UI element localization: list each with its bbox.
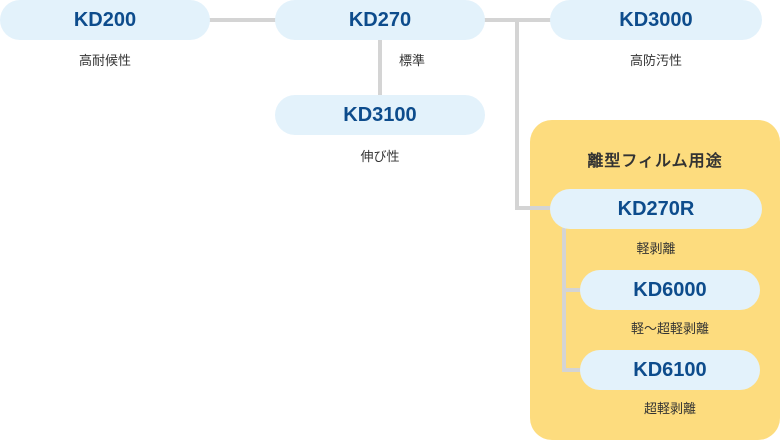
connector-kd6000: [562, 288, 587, 292]
connector-kd6100: [562, 368, 587, 372]
product-kd270r-name: KD270R: [617, 197, 695, 220]
product-kd270-node: KD270: [275, 0, 485, 40]
product-kd200-node: KD200: [0, 0, 210, 40]
product-kd6100-name: KD6100: [633, 358, 707, 381]
connector-branch-kd270r: [515, 206, 555, 210]
product-kd270-desc: 標準: [398, 54, 425, 69]
product-kd6000-desc: 軽～超軽剥離: [630, 322, 709, 337]
product-kd200-name: KD200: [73, 8, 137, 31]
product-kd270r-desc: 軽剥離: [636, 242, 676, 257]
connector-kd270-kd3000: [480, 18, 560, 22]
product-kd3000-node: KD3000: [550, 0, 762, 40]
product-kd6100-node: KD6100: [580, 350, 760, 390]
product-kd200-desc: 高耐候性: [78, 54, 131, 69]
release-film-group-title: 離型フィルム用途: [587, 151, 723, 170]
product-kd3100-name: KD3100: [343, 103, 417, 126]
product-kd6100-desc: 超軽剥離: [643, 402, 696, 417]
connector-kd270-kd3100: [378, 40, 382, 100]
product-kd6000-node: KD6000: [580, 270, 760, 310]
product-kd3000-name: KD3000: [619, 8, 693, 31]
connector-branch-vertical: [515, 18, 519, 210]
product-kd3100-desc: 伸び性: [360, 150, 400, 165]
product-kd270-name: KD270: [348, 8, 412, 31]
connector-kd270r-children: [562, 228, 566, 372]
product-kd270r-node: KD270R: [550, 189, 762, 229]
connector-kd200-kd270: [200, 18, 290, 22]
product-kd3100-node: KD3100: [275, 95, 485, 135]
product-kd6000-name: KD6000: [633, 278, 707, 301]
product-kd3000-desc: 高防汚性: [629, 54, 682, 69]
